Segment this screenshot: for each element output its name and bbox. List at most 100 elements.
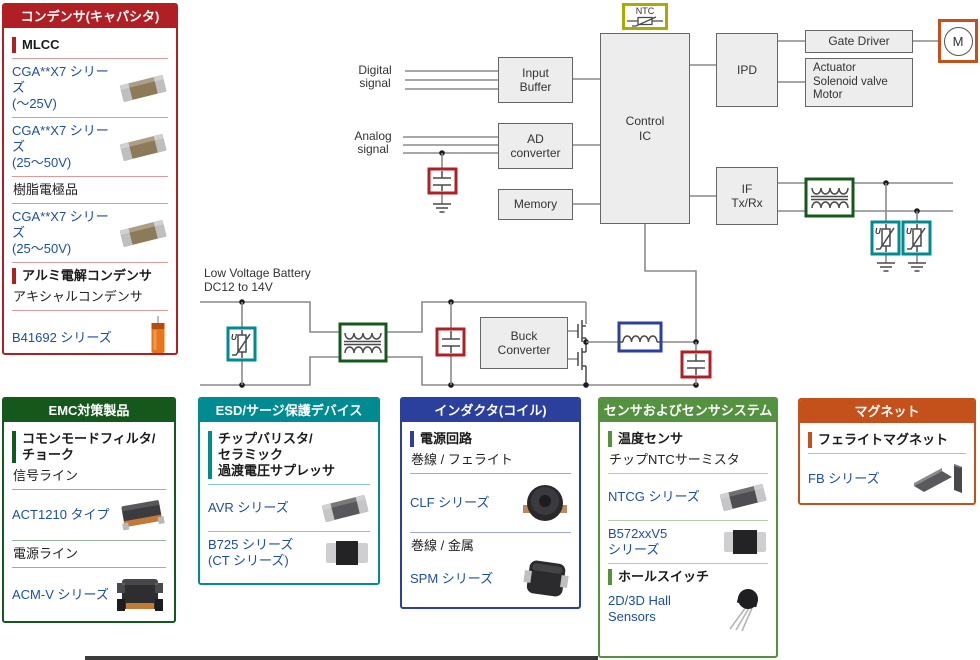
product-row-b572: B572xxV5 シリーズ xyxy=(608,526,768,558)
emc-panel: EMC対策製品 コモンモードフィルタ/チョーク 信号ライン ACT1210 タイ… xyxy=(2,397,176,623)
mosfet-symbol-high xyxy=(577,320,587,342)
battery-bottom-rail xyxy=(200,356,696,386)
product-row-b725: B725 シリーズ (CT シリーズ) xyxy=(208,537,370,569)
product-row-clf: CLF シリーズ xyxy=(410,479,571,527)
link-ntcg[interactable]: NTCG シリーズ xyxy=(608,489,700,504)
divider xyxy=(410,473,571,474)
link-b41692[interactable]: B41692 シリーズ xyxy=(12,330,112,345)
divider xyxy=(12,489,166,490)
mosfet-symbol-low xyxy=(577,342,587,385)
sub-axial: アキシャルコンデンサ xyxy=(13,289,143,304)
controlic-power-wire xyxy=(644,224,697,342)
ipd-output-wires xyxy=(778,40,938,83)
capacitor-panel-title: コンデンサ(キャパシタ) xyxy=(4,5,176,28)
section-power-circuit: 電源回路 xyxy=(410,431,571,447)
link-hall-sensors[interactable]: 2D/3D Hall Sensors xyxy=(608,593,671,624)
analog-signal-label: Analog signal xyxy=(354,129,392,156)
ferrite-magnet-image xyxy=(914,464,962,493)
divider xyxy=(12,262,168,263)
mosfet-leads xyxy=(568,302,587,360)
mlcc-chip-image xyxy=(119,219,167,248)
product-row-b41692: B41692 シリーズ xyxy=(12,316,168,353)
link-spm[interactable]: SPM シリーズ xyxy=(410,571,494,586)
product-row-cga-50v: CGA**X7 シリーズ (25～50V) xyxy=(12,123,168,171)
link-act1210[interactable]: ACT1210 タイプ xyxy=(12,507,110,522)
link-fb[interactable]: FB シリーズ xyxy=(808,471,880,486)
cropped-edge-line xyxy=(85,656,598,660)
capacitor-symbol-input xyxy=(435,327,466,357)
ground-icon-if-1 xyxy=(877,262,895,272)
product-row-cga-resin: CGA**X7 シリーズ (25～50V) xyxy=(12,209,168,257)
svg-text:U: U xyxy=(231,333,237,342)
section-aluminum-electrolytic: アルミ電解コンデンサ xyxy=(12,268,168,284)
esd-panel-title: ESD/サージ保護デバイス xyxy=(200,399,378,422)
product-row-avr: AVR シリーズ xyxy=(208,490,370,526)
mlcc-chip-image xyxy=(119,133,167,162)
product-row-act1210: ACT1210 タイプ xyxy=(12,495,166,535)
varistor-symbol-if-1: U xyxy=(870,220,901,256)
link-avr[interactable]: AVR シリーズ xyxy=(208,500,289,515)
capacitor-panel: コンデンサ(キャパシタ) MLCC CGA**X7 シリーズ (～25V) CG… xyxy=(2,3,178,355)
divider xyxy=(608,520,768,521)
divider xyxy=(608,563,768,564)
divider xyxy=(12,58,168,59)
block-buck-converter: Buck Converter xyxy=(480,317,568,369)
magnet-panel: マグネット フェライトマグネット FB シリーズ xyxy=(798,398,976,505)
if-bus-wires xyxy=(778,182,953,212)
link-clf[interactable]: CLF シリーズ xyxy=(410,495,490,510)
block-memory: Memory xyxy=(498,189,573,220)
block-ad-converter: AD converter xyxy=(498,123,573,169)
product-row-spm: SPM シリーズ xyxy=(410,556,571,602)
divider xyxy=(12,117,168,118)
section-ferrite-magnet: フェライトマグネット xyxy=(808,432,966,448)
sub-power-line: 電源ライン xyxy=(13,546,79,561)
esd-panel: ESD/サージ保護デバイス チップバリスタ/ セラミック 過渡電圧サプレッサ A… xyxy=(198,397,380,585)
divider xyxy=(208,531,370,532)
link-cga-x7-50v[interactable]: CGA**X7 シリーズ (25～50V) xyxy=(12,123,109,170)
motor-symbol: M xyxy=(938,19,978,63)
block-actuator: Actuator Solenoid valve Motor xyxy=(805,58,913,107)
inductor-panel: インダクタ(コイル) 電源回路 巻線 / フェライト CLF シリーズ 巻線 /… xyxy=(400,397,581,609)
battery-label: Low Voltage Battery DC12 to 14V xyxy=(204,266,311,294)
b572-image xyxy=(724,530,766,554)
section-chip-varistor: チップバリスタ/ セラミック 過渡電圧サプレッサ xyxy=(208,431,370,479)
digital-signal-label: Digital signal xyxy=(358,63,392,90)
emc-panel-title: EMC対策製品 xyxy=(4,399,174,422)
sub-chip-ntc: チップNTCサーミスタ xyxy=(609,452,740,467)
divider xyxy=(12,567,166,568)
divider xyxy=(410,532,571,533)
varistor-stems xyxy=(885,183,918,263)
mlcc-chip-image xyxy=(119,74,167,103)
electrolytic-capacitor-image xyxy=(151,316,165,353)
varistor-symbol-if-2: U xyxy=(901,220,932,256)
sub-wound-ferrite: 巻線 / フェライト xyxy=(411,452,513,467)
link-cga-x7-25v[interactable]: CGA**X7 シリーズ (～25V) xyxy=(12,64,109,111)
sub-wound-metal: 巻線 / 金属 xyxy=(411,538,474,553)
buffer-to-controlic-wires xyxy=(573,78,600,205)
section-mlcc: MLCC xyxy=(12,37,168,53)
ntc-thermistor-symbol: NTC xyxy=(622,3,668,30)
link-b725[interactable]: B725 シリーズ (CT シリーズ) xyxy=(208,537,294,568)
link-cga-x7-resin[interactable]: CGA**X7 シリーズ (25～50V) xyxy=(12,209,109,256)
digital-signal-wires xyxy=(405,70,498,90)
product-row-hall: 2D/3D Hall Sensors xyxy=(608,587,768,631)
magnet-panel-title: マグネット xyxy=(800,400,974,423)
divider xyxy=(808,453,966,454)
block-control-ic: Control IC xyxy=(600,33,690,224)
link-b572xxv5[interactable]: B572xxV5 シリーズ xyxy=(608,526,668,557)
section-temperature-sensor: 温度センサ xyxy=(608,431,768,447)
spm-image xyxy=(523,560,569,597)
clf-image xyxy=(523,485,567,521)
junction-dot xyxy=(583,382,589,388)
controlic-right-wires xyxy=(689,64,716,197)
section-hall-switch: ホールスイッチ xyxy=(608,569,768,585)
block-ipd: IPD xyxy=(716,33,778,107)
link-acm-v[interactable]: ACM-V シリーズ xyxy=(12,587,109,602)
motor-circle: M xyxy=(943,26,973,56)
sub-resin-electrode: 樹脂電極品 xyxy=(13,182,79,197)
section-common-mode-filter: コモンモードフィルタ/チョーク xyxy=(12,431,166,463)
divider xyxy=(12,310,168,311)
divider xyxy=(12,203,168,204)
hall-sensor-image xyxy=(729,589,758,631)
product-row-acmv: ACM-V シリーズ xyxy=(12,573,166,617)
